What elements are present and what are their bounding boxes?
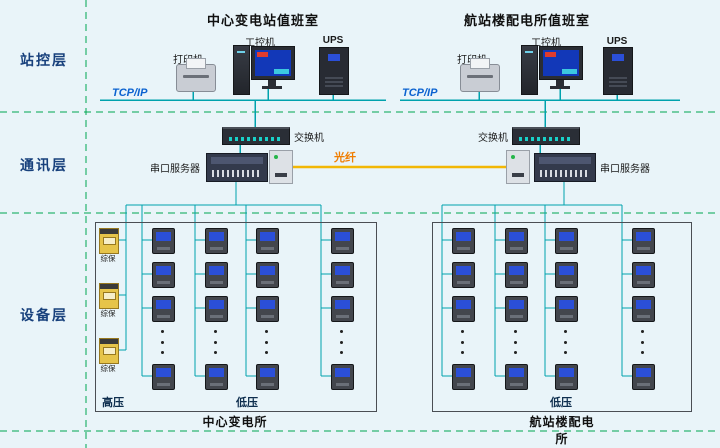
right-tcpip-label: TCP/IP [402,87,438,99]
left-substation-caption: 中心变电所 [202,415,268,429]
power-meter-device [505,262,528,288]
ellipsis-dots [214,330,217,354]
ellipsis-dots [564,330,567,354]
power-meter-device [505,228,528,254]
power-meter-device [256,296,279,322]
left-serial-server-device [206,153,268,182]
monitor-stand [268,80,276,86]
power-meter-device [555,296,578,322]
power-meter-device [152,364,175,390]
pc-tower [521,45,538,95]
protection-relay-device [99,338,119,364]
right-fiber-converter-device [506,150,530,184]
power-meter-device [632,364,655,390]
power-meter-device [205,262,228,288]
power-meter-device [256,364,279,390]
left-switch-label: 交换机 [294,133,324,144]
power-meter-device [555,262,578,288]
right-serial-server-device [534,153,596,182]
pc-screen [255,50,291,76]
power-meter-device [152,228,175,254]
power-meter-device [555,228,578,254]
right-ups-device [603,47,633,95]
left-printer-device [176,58,216,92]
right-lv-label: 低压 [550,397,572,409]
power-meter-device [256,262,279,288]
power-meter-device [452,228,475,254]
power-meter-device [632,228,655,254]
ellipsis-dots [265,330,268,354]
left-room-title: 中心变电站值班室 [206,13,319,28]
power-meter-device [331,262,354,288]
left-ups-label: UPS [322,35,344,46]
power-meter-device [205,296,228,322]
left-ups-device [319,47,349,95]
right-ups-label: UPS [606,36,628,47]
right-printer-device [460,58,500,92]
power-meter-device [452,296,475,322]
left-tcpip-label: TCP/IP [112,87,148,99]
right-switch-device [512,127,580,145]
right-substation-caption: 航站楼配电所 [529,415,595,446]
power-meter-device [331,364,354,390]
right-serial-server-label: 串口服务器 [600,164,650,175]
right-room-title: 航站楼配电所值班室 [463,13,590,28]
layer-label-communication: 通讯层 [20,157,68,173]
power-meter-device [152,296,175,322]
right-pc-label: 工控机 [531,38,561,49]
pc-monitor [539,46,583,80]
ellipsis-dots [641,330,644,354]
right-industrial-pc-device [521,45,583,95]
protection-relay-label: 综保 [100,364,116,373]
power-meter-device [632,262,655,288]
power-meter-device [331,296,354,322]
layer-label-device: 设备层 [20,307,68,323]
power-meter-device [452,364,475,390]
right-switch-label: 交换机 [478,133,508,144]
power-meter-device [331,228,354,254]
pc-screen [543,50,579,76]
pc-monitor [251,46,295,80]
protection-relay-label: 综保 [100,254,116,263]
power-meter-device [555,364,578,390]
power-meter-device [152,262,175,288]
fiber-link-label: 光纤 [334,152,356,164]
left-lv-label: 低压 [236,397,258,409]
monitor-stand [556,80,564,86]
ellipsis-dots [161,330,164,354]
power-meter-device [452,262,475,288]
power-meter-device [205,228,228,254]
left-serial-server-label: 串口服务器 [150,164,200,175]
left-fiber-converter-device [269,150,293,184]
protection-relay-device [99,228,119,254]
right-substation-box [432,222,692,412]
monitor-base [262,86,282,89]
power-meter-device [505,364,528,390]
left-industrial-pc-device [233,45,295,95]
pc-tower [233,45,250,95]
left-hv-label: 高压 [102,397,124,409]
power-meter-device [205,364,228,390]
power-meter-device [256,228,279,254]
ellipsis-dots [514,330,517,354]
power-meter-device [505,296,528,322]
protection-relay-label: 综保 [100,309,116,318]
left-substation-box [95,222,377,412]
layer-label-station-control: 站控层 [20,52,68,68]
power-meter-device [632,296,655,322]
monitor-base [550,86,570,89]
left-pc-label: 工控机 [245,38,275,49]
ellipsis-dots [461,330,464,354]
protection-relay-device [99,283,119,309]
ellipsis-dots [340,330,343,354]
left-switch-device [222,127,290,145]
